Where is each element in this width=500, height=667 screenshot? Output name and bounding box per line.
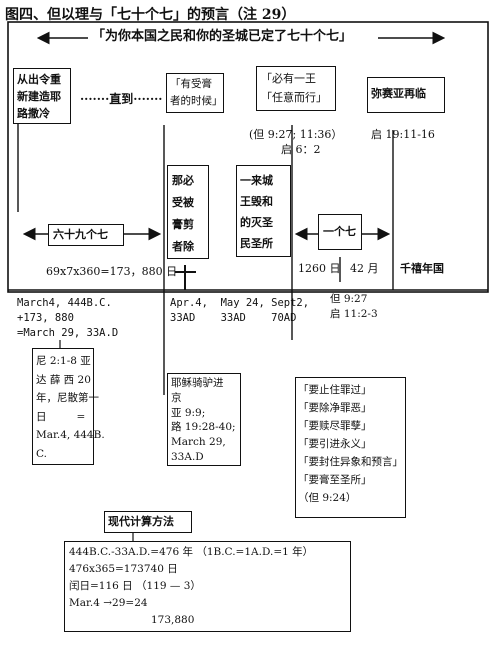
method-line-1: 444B.C.-33A.D.=476 年 （1B.C.=1A.D.=1 年）	[69, 546, 314, 558]
one-seven-box: 一个七	[318, 214, 362, 250]
anointed-line-1: 「有受膏	[170, 78, 212, 90]
destroy-line-2: 王毁和	[240, 195, 273, 208]
nehemiah-line-4: 日 =	[36, 410, 86, 423]
jesus-line-3: 亚 9:9;	[171, 406, 206, 419]
destroy-line-4: 民圣所	[240, 237, 273, 250]
cutoff-line-1: 那必	[172, 174, 194, 187]
millennium-label: 千禧年国	[400, 262, 444, 275]
king-box: 「必有一王 「任意而行」	[256, 66, 336, 111]
dates-mid-top: Apr.4, May 24, Sept2,	[170, 297, 310, 309]
method-label-box: 现代计算方法	[104, 511, 192, 533]
dates-mid-bottom: 33AD 33AD 70AD	[170, 312, 297, 324]
purpose-box: 「要止住罪过」 「要除净罪恶」 「要赎尽罪孽」 「要引进永义」 「要封住异象和预…	[295, 377, 406, 518]
purpose-line-3: 「要赎尽罪孽」	[298, 420, 372, 432]
ref-dan-9-27-b: 但 9:27	[330, 293, 368, 305]
triumphal-entry-box: 耶稣骑驴进 京 亚 9:9; 路 19:28-40; March 29, 33A…	[167, 373, 241, 466]
destroy-box: 一来城 王毁和 的灭圣 民圣所	[236, 165, 291, 257]
banner-quote: 「为你本国之民和你的圣城已定了七十个七」	[92, 29, 353, 44]
decree-box: 从出令重 新建造耶 路撒冷	[13, 68, 71, 124]
nehemiah-line-5: Mar.4, 444B.	[36, 429, 105, 441]
ref-rev-6-2: 启 6：2	[281, 143, 321, 156]
one-seven-label: 一个七	[323, 225, 356, 238]
refs-right: 但 9:27 启 11:2-3	[330, 292, 378, 322]
king-line-1: 「必有一王	[261, 72, 316, 85]
method-line-4: Mar.4 →29=24	[69, 597, 148, 609]
outer-frame	[7, 21, 489, 293]
purpose-line-2: 「要除净罪恶」	[298, 402, 372, 414]
cutoff-line-4: 者除	[172, 240, 194, 253]
nehemiah-line-3: 年，尼散第一	[36, 392, 99, 404]
anointed-line-2: 者的时候」	[170, 95, 223, 107]
jesus-line-4: 路 19:28-40;	[171, 421, 236, 434]
destroy-line-1: 一来城	[240, 174, 273, 187]
ref-rev-11: 启 11:2-3	[330, 308, 378, 320]
decree-line-2: 新建造耶	[17, 90, 61, 103]
dates-left: March4, 444B.C. +173, 880 =March 29, 33A…	[17, 296, 118, 341]
nehemiah-box: 尼 2:1-8 亚 达 薛 西 20 年，尼散第一 日 = Mar.4, 444…	[32, 348, 105, 465]
decree-line-3: 路撒冷	[17, 107, 50, 120]
method-box: 444B.C.-33A.D.=476 年 （1B.C.=1A.D.=1 年） 4…	[64, 541, 351, 632]
date-start: March4, 444B.C.	[17, 297, 112, 309]
ref-rev-19: 启 19:11-16	[371, 128, 435, 141]
figure-title: 图四、但以理与「七十个七」的预言（注 29）	[5, 7, 296, 23]
method-label: 现代计算方法	[108, 515, 174, 528]
cutoff-line-2: 受被	[172, 196, 194, 209]
jesus-line-2: 京	[171, 391, 182, 404]
jesus-line-1: 耶稣骑驴进	[171, 377, 224, 389]
jesus-line-6: 33A.D	[171, 450, 204, 463]
destroy-line-3: 的灭圣	[240, 216, 273, 229]
method-line-3: 闰日=116 日 （119 — 3）	[69, 580, 201, 592]
anointed-box: 「有受膏 者的时候」	[166, 73, 224, 113]
nehemiah-line-1: 尼 2:1-8 亚	[36, 355, 91, 367]
messiah-return-label: 弥赛亚再临	[371, 87, 426, 100]
decree-line-1: 从出令重	[17, 73, 61, 86]
method-line-2: 476x365=173740 日	[69, 563, 178, 575]
period-42-months: 42 月	[350, 262, 379, 275]
cutoff-box: 那必 受被 膏剪 者除	[167, 165, 209, 259]
sixty-nine-box: 六十九个七	[48, 224, 124, 246]
nehemiah-line-6: C.	[36, 447, 47, 460]
date-end: =March 29, 33A.D	[17, 327, 119, 339]
cutoff-line-3: 膏剪	[172, 218, 194, 231]
king-line-2: 「任意而行」	[261, 91, 327, 104]
calc-69-sevens: 69x7x360=173，880 日	[46, 265, 178, 278]
nehemiah-line-2: 达 薛 西 20	[36, 373, 91, 386]
until-label: ·······直到·······	[80, 92, 163, 106]
period-1260-days: 1260 日	[298, 262, 341, 275]
purpose-line-4: 「要引进永义」	[298, 438, 372, 450]
sixty-nine-label: 六十九个七	[53, 228, 108, 241]
jesus-line-5: March 29,	[171, 436, 226, 449]
purpose-line-6: 「要膏至圣所」	[298, 474, 372, 486]
ref-dan-9-27: (但 9:27; 11:36）	[249, 128, 343, 141]
purpose-line-5: 「要封住异象和预言」	[298, 456, 403, 468]
method-line-5: 173,880	[151, 614, 195, 626]
purpose-line-7: （但 9:24）	[298, 492, 357, 504]
messiah-return-box: 弥赛亚再临	[367, 77, 445, 113]
date-days: +173, 880	[17, 312, 74, 324]
purpose-line-1: 「要止住罪过」	[298, 384, 372, 396]
dates-middle: Apr.4, May 24, Sept2, 33AD 33AD 70AD	[170, 296, 309, 326]
